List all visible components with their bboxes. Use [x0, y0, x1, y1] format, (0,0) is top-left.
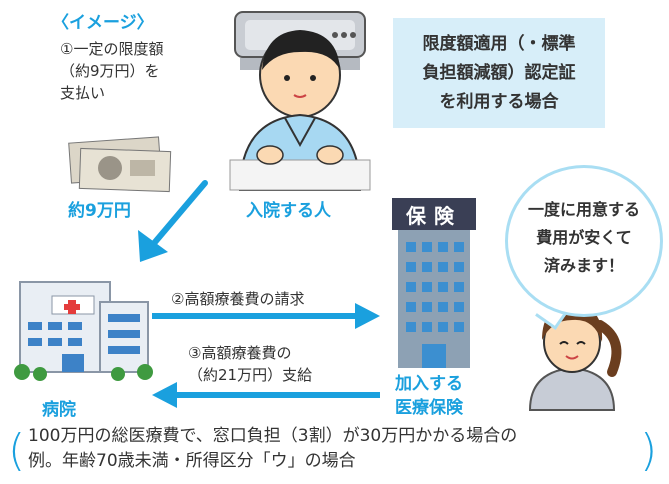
insurance-label: 加入する 医療保険 [395, 372, 463, 420]
step3-line: （約21万円）支給 [188, 366, 313, 384]
money-illustration [68, 136, 172, 193]
step1-line: （約9万円）を [60, 62, 160, 80]
bubble-line: 一度に用意する [527, 200, 640, 219]
callout-line: 負担額減額）認定証 [422, 63, 576, 83]
step1-line: 支払い [60, 84, 106, 102]
insurance-label-line: 加入する [395, 374, 463, 394]
callout-line: 限度額適用（・標準 [422, 34, 576, 54]
yen-label: 約9万円 [68, 201, 131, 221]
hospital-illustration [14, 281, 153, 381]
step1-line: ①一定の限度額 [60, 40, 164, 58]
arrow-payment [152, 382, 380, 408]
bubble-line: 費用が安くて [536, 228, 632, 247]
callout-line: を利用する場合 [439, 92, 559, 112]
patient-label: 入院する人 [246, 201, 331, 221]
image-title: 〈イメージ〉 [52, 13, 154, 33]
arrow-to-hospital [138, 180, 208, 262]
hospital-label: 病院 [42, 400, 76, 420]
footer-note: 100万円の総医療費で、窓口負担（3割）が30万円かかる場合の 例。年齢70歳未… [28, 424, 517, 474]
arrow-claim [152, 303, 380, 329]
right-paren-decoration: ) [640, 425, 658, 476]
left-paren-decoration: ( [8, 425, 26, 476]
footer-line: 100万円の総医療費で、窓口負担（3割）が30万円かかる場合の [28, 426, 518, 446]
callout-box: 限度額適用（・標準 負担額減額）認定証 を利用する場合 [393, 18, 605, 128]
bubble-line: 済みます！ [543, 256, 624, 275]
step2-text: ②高額療養費の請求 [171, 290, 305, 308]
insurance-building-illustration [392, 198, 476, 368]
footer-line: 例。年齢70歳未満・所得区分「ウ」の場合 [28, 451, 356, 471]
step3-text: ③高額療養費の （約21万円）支給 [188, 342, 312, 386]
step3-line: ③高額療養費の [188, 344, 292, 362]
speech-bubble: 一度に用意する 費用が安くて 済みます！ [505, 165, 663, 317]
insurance-label-line: 医療保険 [395, 398, 463, 418]
insurance-sign: 保険 [406, 204, 462, 228]
step1-text: ①一定の限度額 （約9万円）を 支払い [60, 38, 163, 104]
patient-illustration [229, 11, 371, 191]
